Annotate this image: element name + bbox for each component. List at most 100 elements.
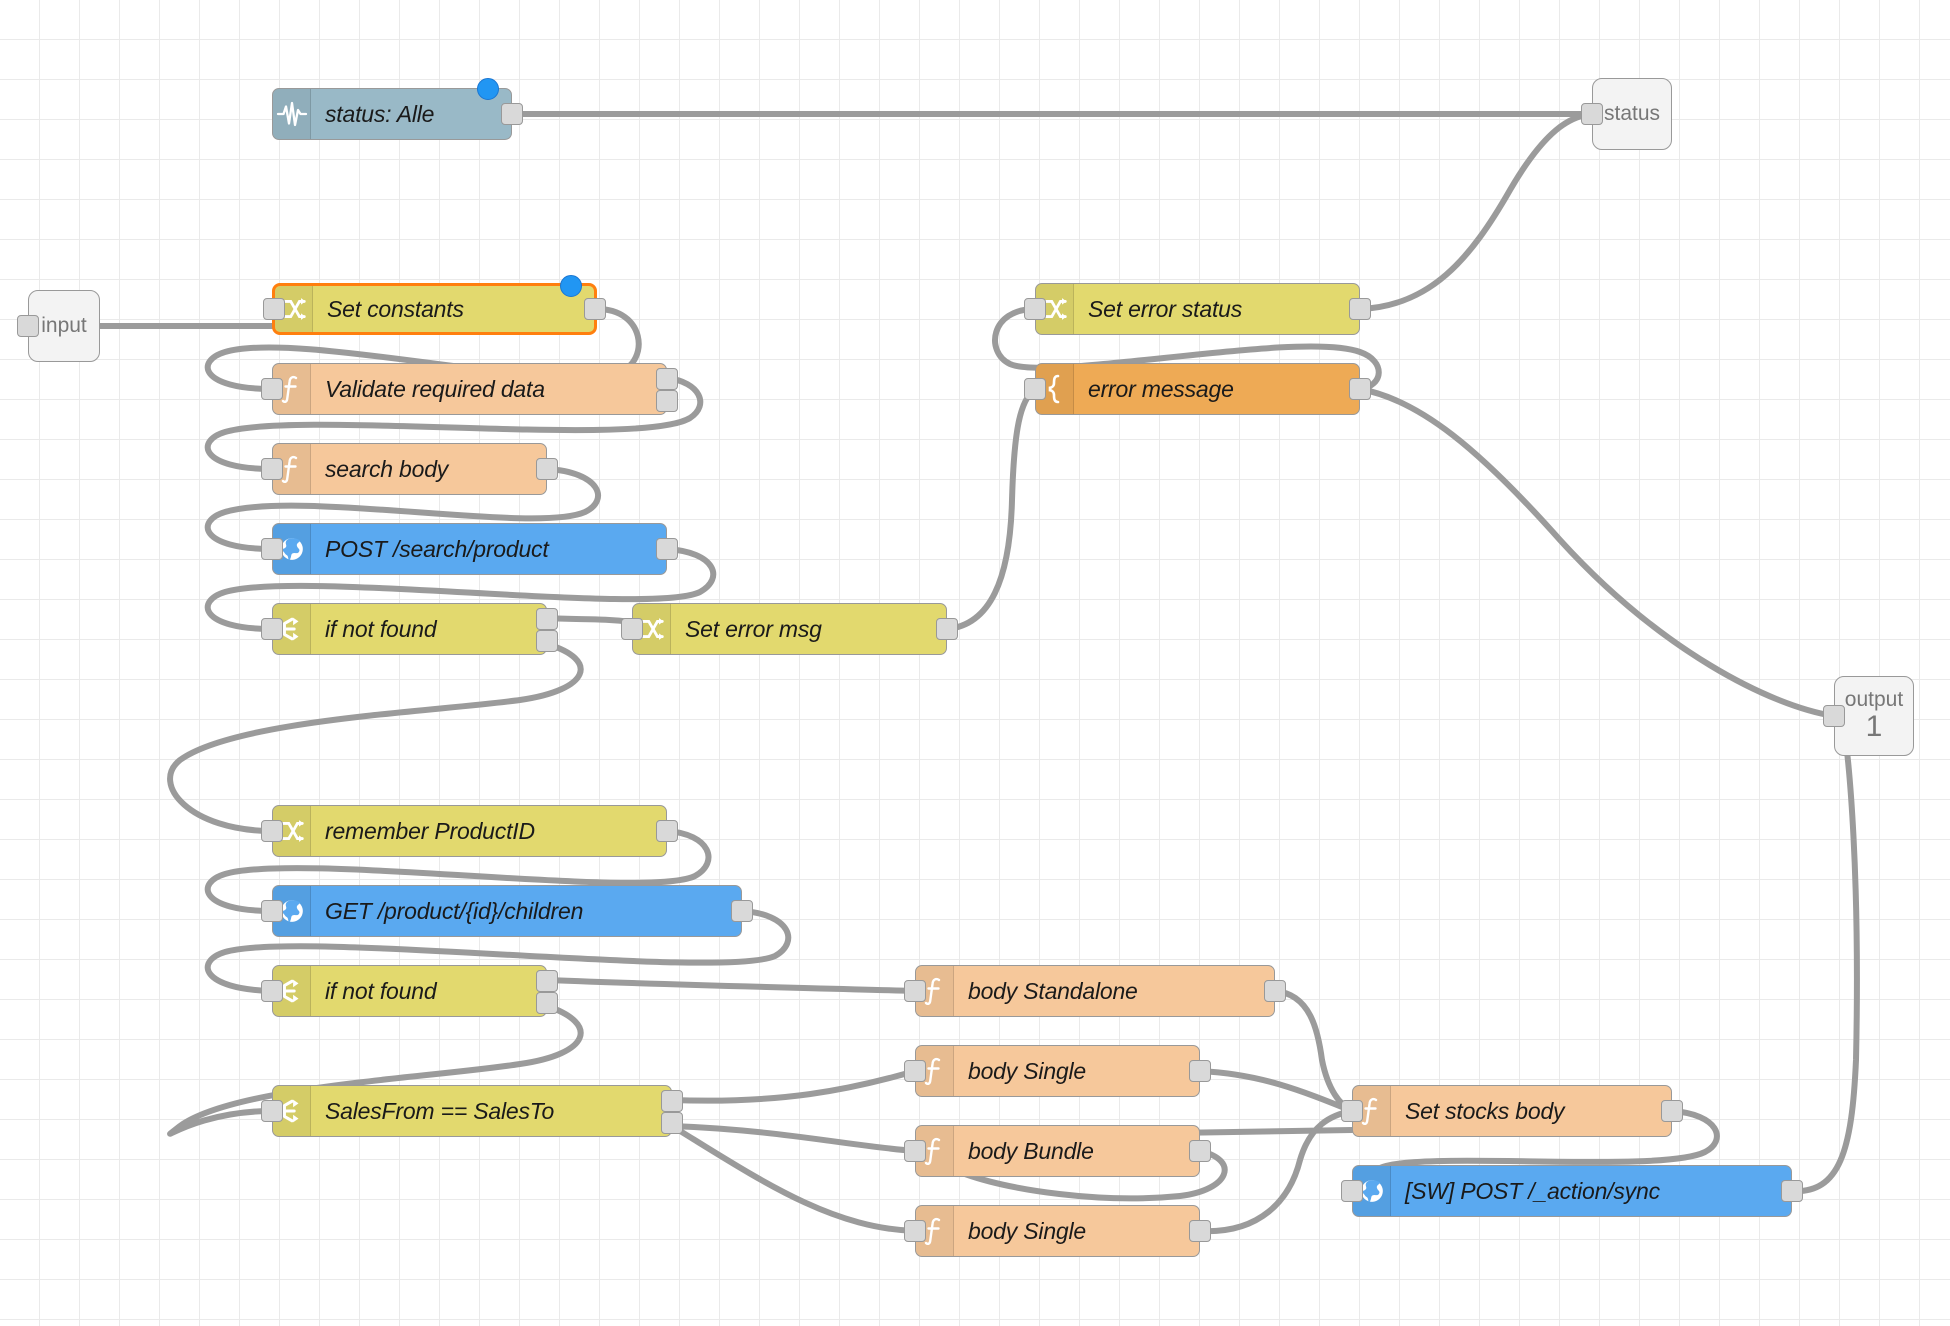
set-error-status-node-input-port[interactable] — [1024, 298, 1046, 320]
error-message-node-output-port-1[interactable] — [1349, 378, 1371, 400]
set-stocks-body-node[interactable]: Set stocks body — [1341, 1085, 1683, 1137]
body-bundle-node[interactable]: body Bundle — [904, 1125, 1211, 1177]
body-single-node-1-output-port-1[interactable] — [1189, 1060, 1211, 1082]
post-search-product-node-label: POST /search/product — [325, 535, 549, 562]
if-not-found-node-2-input-port[interactable] — [261, 980, 283, 1002]
body-single-node-2-label: body Single — [968, 1217, 1086, 1244]
error-message-node-input-port[interactable] — [1024, 378, 1046, 400]
get-product-children-node-output-port-1[interactable] — [731, 900, 753, 922]
sw-post-action-sync-node[interactable]: [SW] POST /_action/sync — [1341, 1165, 1803, 1217]
wire[interactable] — [1272, 988, 1355, 1114]
remember-productid-node[interactable]: remember ProductID — [261, 805, 678, 857]
remember-productid-node-input-port[interactable] — [261, 820, 283, 842]
wire[interactable] — [544, 977, 918, 994]
salesfrom-equals-salesto-node-label: SalesFrom == SalesTo — [325, 1097, 555, 1124]
body-bundle-node-input-port[interactable] — [904, 1140, 926, 1162]
validate-required-node[interactable]: Validate required data — [261, 363, 678, 415]
output-endpoint-label: output — [1844, 688, 1904, 712]
set-stocks-body-node-output-port-1[interactable] — [1661, 1100, 1683, 1122]
post-search-product-node-input-port[interactable] — [261, 538, 283, 560]
search-body-node[interactable]: search body — [261, 443, 558, 495]
if-not-found-node-2[interactable]: if not found — [261, 965, 558, 1017]
set-error-status-node[interactable]: Set error status — [1024, 283, 1371, 335]
input-endpoint[interactable]: input — [17, 290, 100, 362]
wire[interactable] — [1357, 111, 1595, 312]
salesfrom-equals-salesto-node-output-port-2[interactable] — [661, 1112, 683, 1134]
wire[interactable] — [1197, 1068, 1355, 1114]
post-search-product-node-output-port-1[interactable] — [656, 538, 678, 560]
sw-post-action-sync-node-input-port[interactable] — [1341, 1180, 1363, 1202]
body-single-node-2-input-port[interactable] — [904, 1220, 926, 1242]
if-not-found-node-1-output-port-1[interactable] — [536, 608, 558, 630]
set-error-msg-node-label: Set error msg — [685, 615, 822, 642]
body-bundle-node-output-port-1[interactable] — [1189, 1140, 1211, 1162]
set-stocks-body-node-input-port[interactable] — [1341, 1100, 1363, 1122]
sw-post-action-sync-node-output-port-1[interactable] — [1781, 1180, 1803, 1202]
salesfrom-equals-salesto-node[interactable]: SalesFrom == SalesTo — [261, 1085, 683, 1137]
validate-required-node-input-port[interactable] — [261, 378, 283, 400]
validate-required-node-output-port-1[interactable] — [656, 368, 678, 390]
status-alle-node-output-port-1[interactable] — [501, 103, 523, 125]
search-body-node-input-port[interactable] — [261, 458, 283, 480]
search-body-node-label: search body — [325, 455, 449, 482]
set-constants-node-status-badge — [560, 275, 582, 297]
if-not-found-node-2-output-port-1[interactable] — [536, 970, 558, 992]
if-not-found-node-1-input-port[interactable] — [261, 618, 283, 640]
salesfrom-equals-salesto-node-output-port-1[interactable] — [661, 1090, 683, 1112]
error-message-node[interactable]: error message — [1024, 363, 1371, 415]
salesfrom-equals-salesto-node-input-port[interactable] — [261, 1100, 283, 1122]
wire[interactable] — [944, 386, 1038, 632]
if-not-found-node-1-output-port-2[interactable] — [536, 630, 558, 652]
output-endpoint-index: 1 — [1865, 710, 1883, 744]
set-error-status-node-output-port-1[interactable] — [1349, 298, 1371, 320]
body-standalone-node-input-port[interactable] — [904, 980, 926, 1002]
error-message-node-label: error message — [1088, 375, 1234, 402]
body-single-node-1[interactable]: body Single — [904, 1045, 1211, 1097]
status-endpoint[interactable]: status — [1581, 78, 1672, 150]
input-endpoint-port[interactable] — [17, 315, 39, 337]
if-not-found-node-1[interactable]: if not found — [261, 603, 558, 655]
body-single-node-1-label: body Single — [968, 1057, 1086, 1084]
remember-productid-node-label: remember ProductID — [325, 817, 535, 844]
wire[interactable] — [669, 1123, 918, 1234]
body-single-node-2[interactable]: body Single — [904, 1205, 1211, 1257]
get-product-children-node[interactable]: GET /product/{id}/children — [261, 885, 753, 937]
get-product-children-node-label: GET /product/{id}/children — [325, 897, 584, 924]
sw-post-action-sync-node-label: [SW] POST /_action/sync — [1405, 1177, 1660, 1204]
remember-productid-node-output-port-1[interactable] — [656, 820, 678, 842]
set-error-msg-node-output-port-1[interactable] — [936, 618, 958, 640]
wire[interactable] — [669, 1068, 918, 1104]
input-endpoint-label: input — [41, 313, 87, 337]
validate-required-node-output-port-2[interactable] — [656, 390, 678, 412]
body-standalone-node-output-port-1[interactable] — [1264, 980, 1286, 1002]
wire[interactable] — [544, 615, 635, 625]
set-constants-node-output-port-1[interactable] — [584, 298, 606, 320]
search-body-node-output-port-1[interactable] — [536, 458, 558, 480]
status-alle-node[interactable]: status: Alle — [272, 78, 523, 140]
status-endpoint-label: status — [1603, 101, 1661, 125]
set-error-msg-node[interactable]: Set error msg — [621, 603, 958, 655]
wire[interactable] — [669, 1123, 918, 1154]
body-single-node-1-input-port[interactable] — [904, 1060, 926, 1082]
post-search-product-node[interactable]: POST /search/product — [261, 523, 678, 575]
if-not-found-node-2-output-port-2[interactable] — [536, 992, 558, 1014]
output-endpoint-port[interactable] — [1823, 705, 1845, 727]
set-constants-node-label: Set constants — [327, 295, 464, 322]
set-constants-node[interactable]: Set constants — [263, 275, 606, 335]
body-standalone-node[interactable]: body Standalone — [904, 965, 1286, 1017]
set-error-msg-node-input-port[interactable] — [621, 618, 643, 640]
wire[interactable] — [1789, 713, 1860, 1195]
wire[interactable] — [1197, 1108, 1355, 1235]
body-single-node-2-output-port-1[interactable] — [1189, 1220, 1211, 1242]
set-constants-node-input-port[interactable] — [263, 298, 285, 320]
status-endpoint-port[interactable] — [1581, 103, 1603, 125]
wire[interactable] — [1357, 386, 1837, 719]
get-product-children-node-input-port[interactable] — [261, 900, 283, 922]
set-error-status-node-label: Set error status — [1088, 295, 1243, 322]
body-bundle-node-label: body Bundle — [968, 1137, 1094, 1164]
body-standalone-node-label: body Standalone — [968, 977, 1138, 1004]
wire[interactable] — [167, 641, 584, 834]
pulse-icon — [273, 89, 311, 139]
